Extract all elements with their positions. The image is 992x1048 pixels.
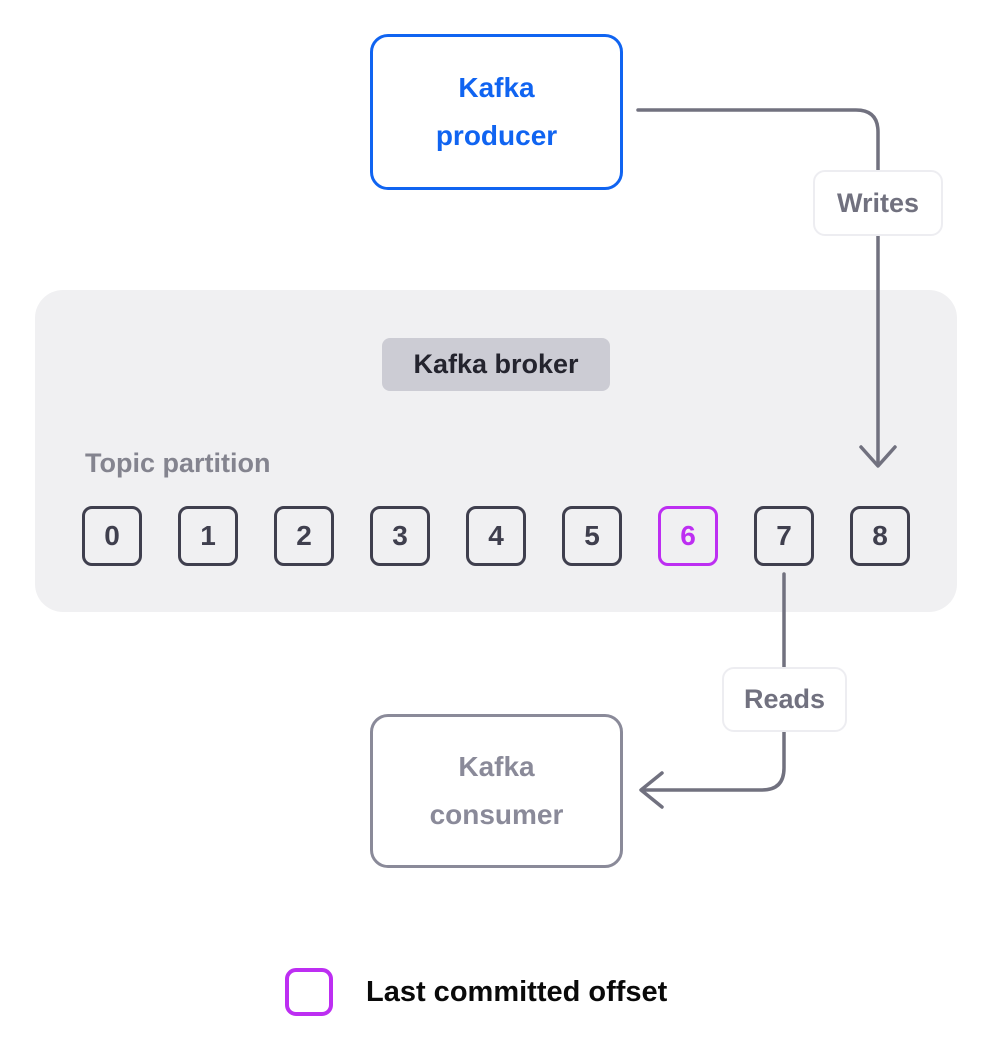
- legend: Last committed offset: [285, 968, 667, 1016]
- kafka-producer-node: Kafka producer: [370, 34, 623, 190]
- partition-cell: 1: [178, 506, 238, 566]
- partition-cell: 0: [82, 506, 142, 566]
- kafka-consumer-node: Kafka consumer: [370, 714, 623, 868]
- kafka-broker-badge: Kafka broker: [382, 338, 610, 391]
- partition-cell: 2: [274, 506, 334, 566]
- legend-label: Last committed offset: [366, 975, 668, 1008]
- reads-edge-label-text: Reads: [743, 684, 826, 714]
- kafka-consumer-label: Kafka consumer: [429, 751, 564, 830]
- last-committed-offset-swatch: [285, 968, 333, 1016]
- partition-cell: 3: [370, 506, 430, 566]
- writes-edge-label-text: Writes: [836, 187, 920, 218]
- partition-cell: 5: [562, 506, 622, 566]
- writes-arrow: [636, 108, 897, 468]
- writes-edge-label: Writes: [813, 170, 943, 236]
- partition-cell: 8: [850, 506, 910, 566]
- reads-edge-label: Reads: [722, 667, 847, 732]
- kafka-broker-badge-text: Kafka broker: [413, 349, 579, 379]
- kafka-producer-label: Kafka producer: [435, 72, 558, 151]
- reads-arrow: [639, 572, 786, 809]
- partition-cell: 6: [658, 506, 718, 566]
- topic-partition-label: Topic partition: [85, 448, 271, 478]
- partition-cell: 4: [466, 506, 526, 566]
- partition-cell: 7: [754, 506, 814, 566]
